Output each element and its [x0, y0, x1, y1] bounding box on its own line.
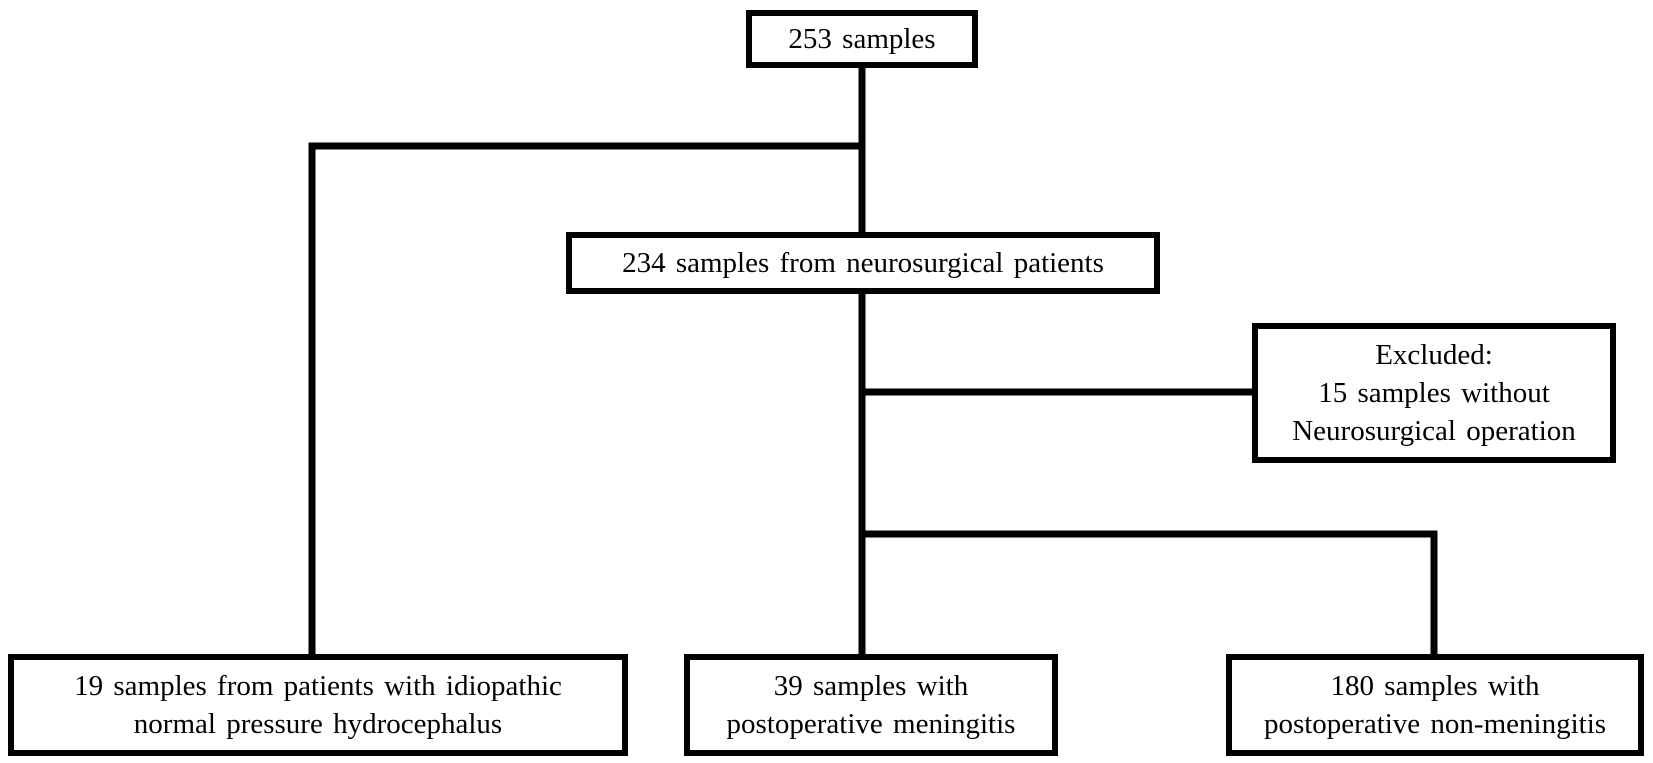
node-253-samples: 253 samples: [746, 10, 978, 68]
node-text-line: postoperative meningitis: [726, 708, 1016, 740]
node-text-line: 15 samples without: [1318, 377, 1550, 409]
node-text-line: normal pressure hydrocephalus: [133, 708, 503, 740]
node-text-line: 19 samples from patients with idiopathic: [74, 670, 562, 702]
node-text-line: Excluded:: [1375, 339, 1493, 371]
node-meningitis-samples: 39 samples with postoperative meningitis: [684, 654, 1058, 756]
node-text-line: 180 samples with: [1330, 670, 1540, 702]
node-text-line: postoperative non-meningitis: [1263, 708, 1607, 740]
node-inph-samples: 19 samples from patients with idiopathic…: [8, 654, 628, 756]
node-excluded: Excluded: 15 samples without Neurosurgic…: [1252, 323, 1616, 463]
node-non-meningitis-samples: 180 samples with postoperative non-menin…: [1226, 654, 1644, 756]
node-text-line: 253 samples: [788, 23, 936, 55]
node-text-line: 39 samples with: [773, 670, 969, 702]
node-neurosurgical-patients: 234 samples from neurosurgical patients: [566, 232, 1160, 294]
node-text-line: Neurosurgical operation: [1292, 415, 1576, 447]
node-text-line: 234 samples from neurosurgical patients: [622, 247, 1104, 279]
